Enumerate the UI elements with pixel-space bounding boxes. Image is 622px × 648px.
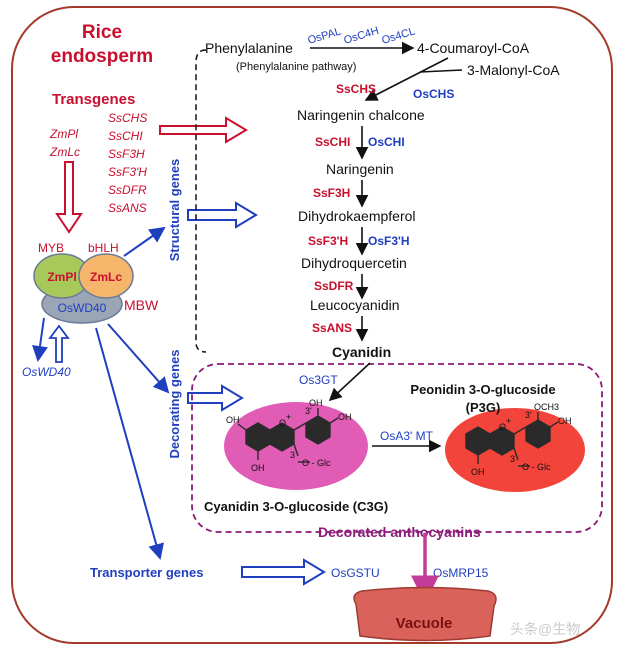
c3g-3prime: 3' — [305, 406, 312, 416]
enzyme-osf3ph: OsF3'H — [368, 234, 410, 248]
vacuole-shape — [353, 586, 497, 642]
product-dihydrokaempferol: Dihydrokaempferol — [298, 208, 416, 224]
malonyl-label: 3-Malonyl-CoA — [467, 62, 560, 78]
blue-hollow-arrow-structural — [187, 201, 258, 229]
coumaroyl-label: 4-Coumaroyl-CoA — [417, 40, 530, 56]
transgene-ssf3ph: SsF3'H — [108, 165, 147, 179]
enzyme-ssans: SsANS — [312, 321, 352, 335]
enzyme-oschi: OsCHI — [368, 135, 405, 149]
transgene-zmpl: ZmPl — [49, 127, 78, 141]
enzyme-ssf3ph: SsF3'H — [308, 234, 348, 248]
transgene-ssans: SsANS — [108, 201, 147, 215]
c3g-o-plus: O — [279, 418, 286, 428]
decorated-anthocyanins-box — [191, 363, 603, 533]
product-cyanidin: Cyanidin — [332, 344, 391, 360]
c3g-title: Cyanidin 3-O-glucoside (C3G) — [204, 499, 388, 514]
vacuole-label: Vacuole — [396, 615, 453, 632]
c3g-oh-1: OH — [226, 415, 240, 425]
enzyme-oschs: OsCHS — [413, 87, 454, 101]
arrow-to-oswd40 — [32, 317, 48, 362]
transporter-genes-label: Transporter genes — [90, 565, 203, 580]
rice-endosperm-border — [11, 6, 613, 644]
transgene-sschs: SsCHS — [108, 111, 147, 125]
product-dihydroquercetin: Dihydroquercetin — [301, 255, 407, 271]
enzyme-ssf3h: SsF3H — [313, 186, 350, 200]
p3g-och3: OCH3 — [534, 402, 559, 412]
enzyme-sschs: SsCHS — [336, 82, 376, 96]
phenylalanine-label: Phenylalanine — [205, 40, 293, 56]
arrow-malonyl-line — [419, 69, 463, 73]
c3g-oh-2: OH — [309, 398, 323, 408]
decorated-anthocyanins-label: Decorated anthocyanins — [318, 524, 481, 540]
enzyme-ospal: OsPAL — [306, 25, 342, 46]
p3g-structure: O + 3' OCH3 OH 3 O - Glc OH — [465, 402, 572, 477]
enzyme-osc4h: OsC4H — [342, 25, 380, 47]
myb-label: MYB — [38, 241, 64, 255]
c3g-oh-4: OH — [251, 463, 265, 473]
structural-bracket — [195, 49, 207, 353]
c3g-oh-3: OH — [338, 412, 352, 422]
p3g-3prime: 3' — [525, 410, 532, 420]
oswd40-label: OsWD40 — [58, 301, 107, 315]
enzyme-os3gt: Os3GT — [299, 373, 338, 387]
p3g-o-glc: O - Glc — [522, 462, 551, 472]
decorating-genes-label: Decorating genes — [167, 349, 182, 458]
transporter-osmrp15: OsMRP15 — [433, 566, 489, 580]
arrow-to-transporter — [95, 327, 164, 560]
enzyme-sschi: SsCHI — [315, 135, 350, 149]
watermark: 头条@生物 — [510, 621, 580, 637]
product-naringenin: Naringenin — [326, 161, 394, 177]
p3g-o-plus: O — [499, 422, 506, 432]
zmlc-label: ZmLc — [90, 270, 122, 284]
arrow-coumaroyl-to-chalcone — [364, 57, 449, 101]
zmpl-label: ZmPl — [47, 270, 76, 284]
c3g-3: 3 — [290, 450, 295, 460]
structural-genes-label: Structural genes — [167, 159, 182, 262]
p3g-3: 3 — [510, 454, 515, 464]
p3g-oh-2: OH — [471, 467, 485, 477]
title-line1: Rice — [82, 22, 122, 43]
title-line2: endosperm — [51, 46, 153, 67]
arrow-to-structural — [123, 226, 166, 257]
arrow-cyanidin-to-c3g — [328, 362, 371, 402]
transgene-ssdfr: SsDFR — [108, 183, 147, 197]
product-leucocyanidin: Leucocyanidin — [310, 297, 400, 313]
c3g-structure: OH O + 3' OH OH 3 O - Glc OH — [226, 398, 352, 473]
oswd40-gene-label: OsWD40 — [22, 365, 71, 379]
zmlc-ellipse — [78, 253, 134, 299]
transgenes-title: Transgenes — [52, 91, 135, 108]
c3g-o-glc: O - Glc — [302, 458, 331, 468]
bhlh-label: bHLH — [88, 241, 119, 255]
phenylalanine-pathway-label: (Phenylalanine pathway) — [236, 61, 356, 73]
transgene-ssf3h: SsF3H — [108, 147, 145, 161]
enzyme-os4cl: Os4CL — [380, 25, 416, 46]
transgene-sschi: SsCHI — [108, 129, 143, 143]
arrow-to-decorating — [107, 323, 170, 394]
mbw-label: MBW — [124, 297, 159, 313]
blue-hollow-arrow-decorating — [187, 384, 244, 412]
p3g-title-line1: Peonidin 3-O-glucoside — [410, 382, 555, 397]
red-hollow-arrow-down — [55, 161, 83, 234]
enzyme-ssdfr: SsDFR — [314, 279, 354, 293]
p3g-oh-1: OH — [558, 416, 572, 426]
c3g-plus: + — [286, 412, 291, 422]
product-naringenin-chalcone: Naringenin chalcone — [297, 107, 425, 123]
blue-hollow-arrow-up — [48, 324, 70, 363]
red-hollow-arrow-right — [159, 116, 248, 144]
p3g-title-line2: (P3G) — [466, 400, 501, 415]
enzyme-osa3mt: OsA3' MT — [380, 429, 434, 443]
p3g-plus: + — [506, 416, 511, 426]
transgene-zmlc: ZmLc — [49, 145, 80, 159]
transporter-osgstu: OsGSTU — [331, 566, 380, 580]
blue-hollow-arrow-transporter — [241, 558, 326, 586]
